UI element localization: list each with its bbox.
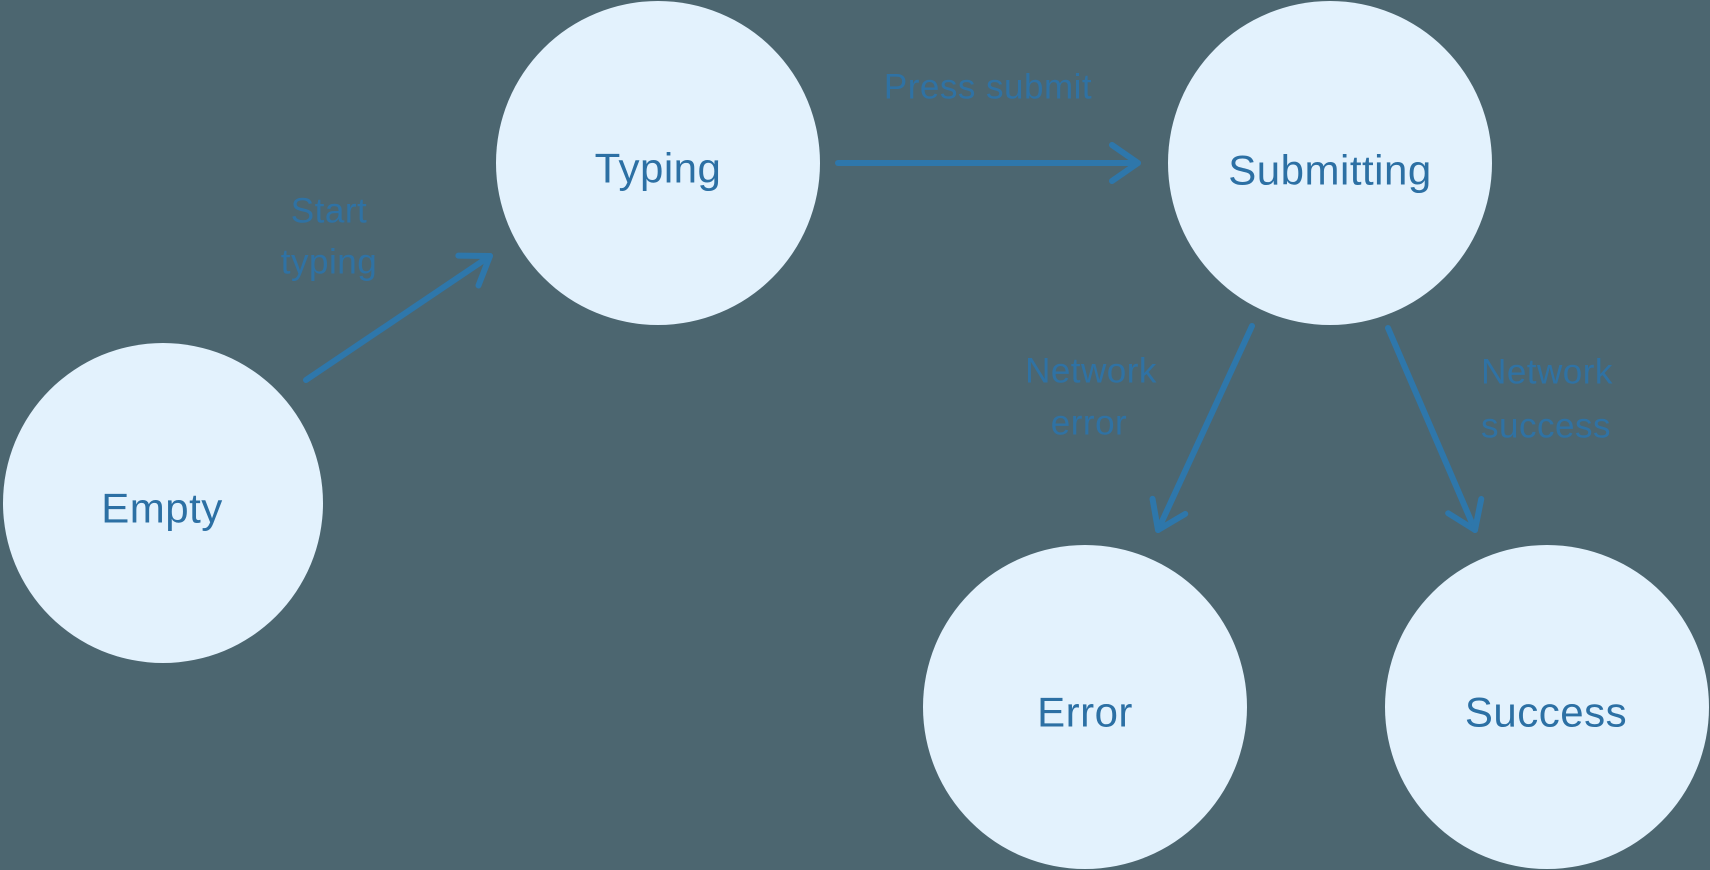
node-typing: Typing bbox=[496, 1, 820, 325]
node-empty-circle bbox=[3, 343, 323, 663]
node-error: Error bbox=[923, 545, 1247, 869]
node-typing-label: Typing bbox=[595, 145, 722, 192]
arrow-empty-to-typing bbox=[303, 252, 493, 383]
edge-label-start-typing-line1: Start bbox=[291, 192, 367, 231]
edge-label-network-success-line2: success bbox=[1481, 407, 1611, 446]
edge-typing-to-submitting: Press submit bbox=[835, 68, 1141, 184]
node-submitting: Submitting bbox=[1168, 1, 1492, 325]
node-typing-circle bbox=[496, 1, 820, 325]
edge-empty-to-typing: Start typing bbox=[281, 192, 493, 383]
node-empty: Empty bbox=[3, 343, 323, 663]
arrow-submitting-to-success bbox=[1385, 325, 1485, 533]
edge-label-network-success-line1: Network bbox=[1481, 353, 1613, 392]
node-error-circle bbox=[923, 545, 1247, 869]
edge-submitting-to-error: Network error bbox=[1025, 323, 1255, 533]
edge-label-start-typing-line2: typing bbox=[281, 243, 377, 282]
node-success-circle bbox=[1385, 545, 1709, 869]
edge-label-press-submit: Press submit bbox=[884, 68, 1092, 107]
node-submitting-label: Submitting bbox=[1228, 147, 1431, 194]
edge-submitting-to-success: Network success bbox=[1385, 325, 1613, 533]
node-error-label: Error bbox=[1037, 689, 1133, 736]
node-submitting-circle bbox=[1168, 1, 1492, 325]
node-success: Success bbox=[1385, 545, 1709, 869]
edge-label-network-error-line2: error bbox=[1051, 404, 1127, 443]
arrow-submitting-to-error bbox=[1149, 323, 1255, 533]
edge-label-network-error-line1: Network bbox=[1025, 352, 1157, 391]
node-success-label: Success bbox=[1465, 689, 1627, 736]
node-empty-label: Empty bbox=[101, 485, 223, 532]
